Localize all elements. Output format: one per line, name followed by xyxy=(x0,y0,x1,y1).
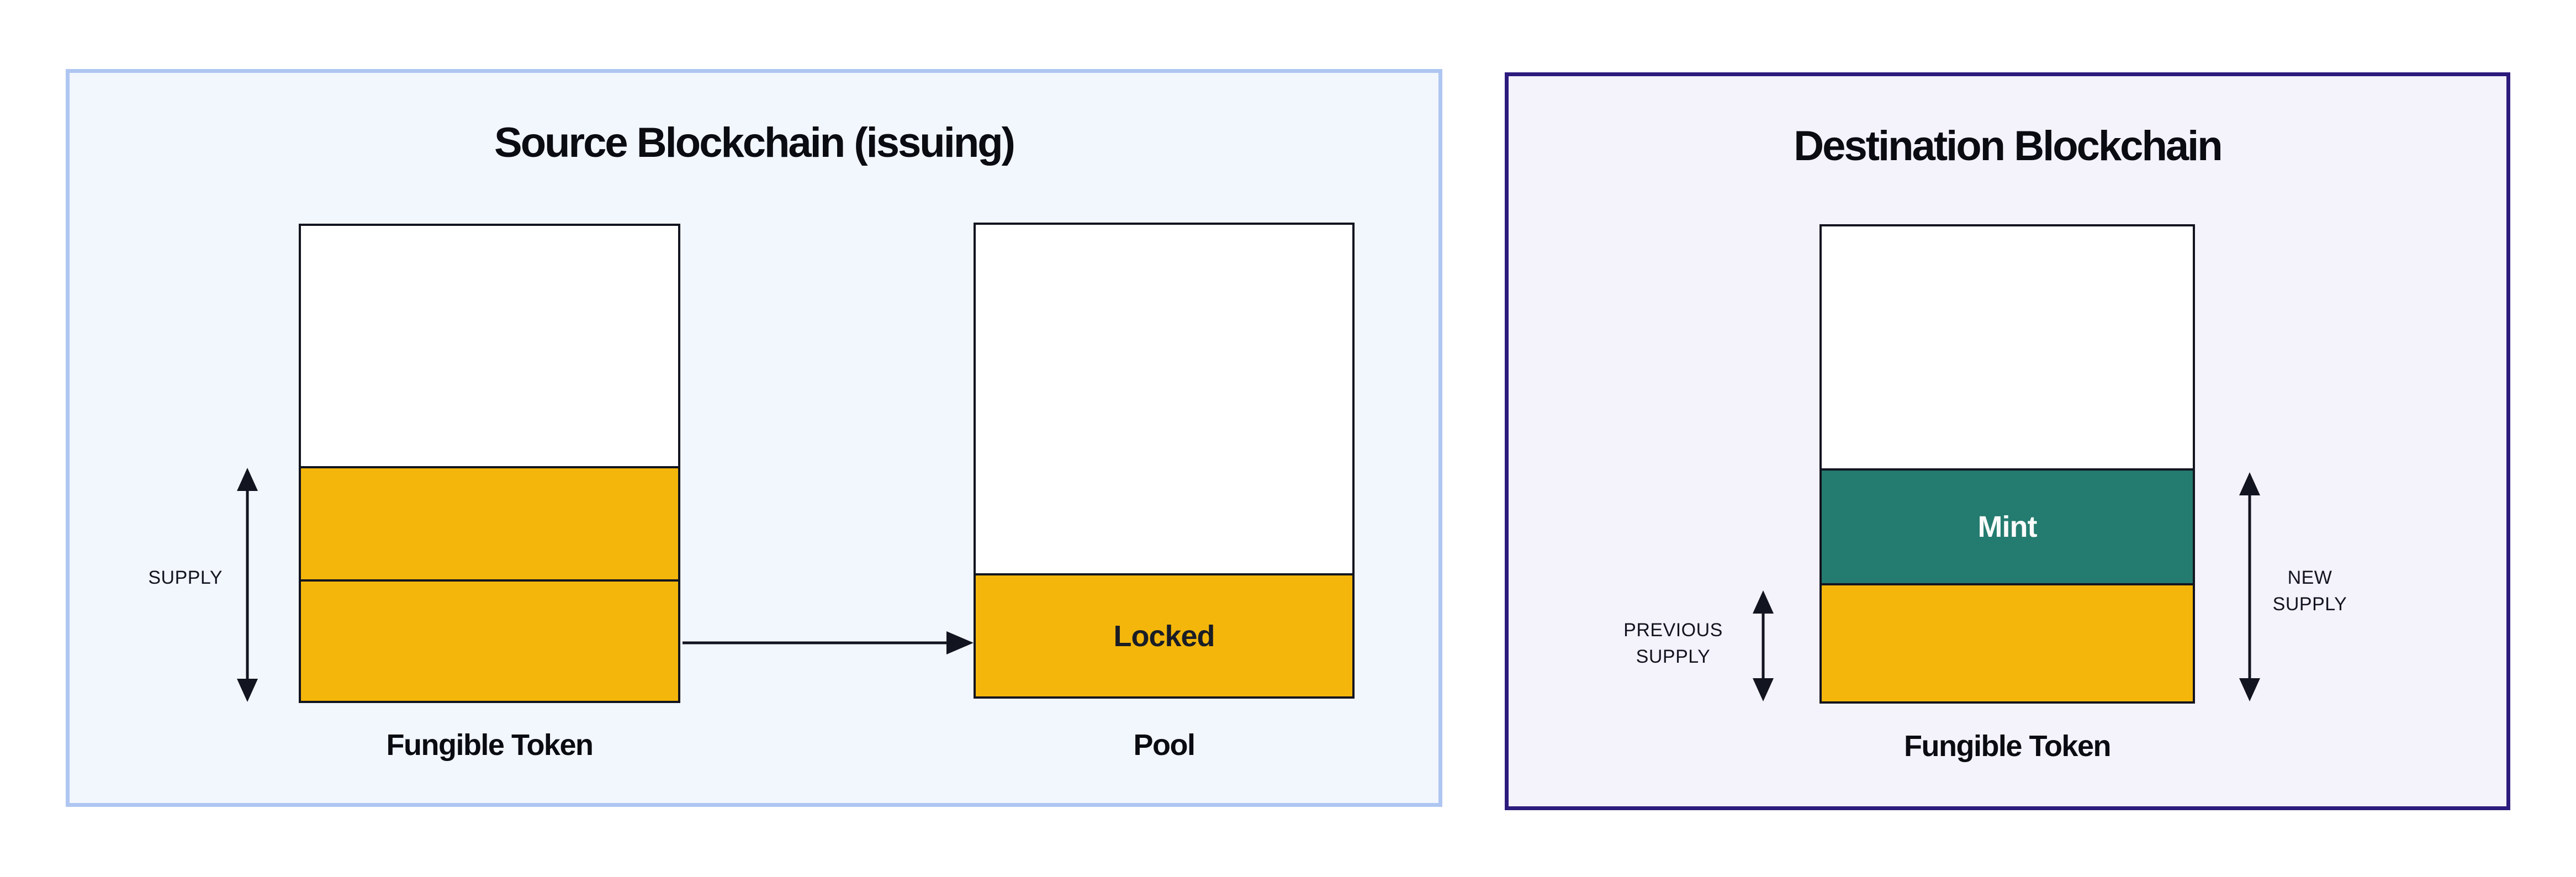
previous-supply-segment xyxy=(1822,583,2193,701)
mint-label: Mint xyxy=(1977,510,2038,543)
supply-label: SUPPLY xyxy=(148,567,223,588)
locked-segment: Locked xyxy=(976,573,1352,696)
supply-upper-segment xyxy=(301,466,678,579)
source-token-empty-area xyxy=(301,226,678,466)
destination-fungible-token-label: Fungible Token xyxy=(1904,730,2111,763)
source-fungible-token-box xyxy=(299,224,680,703)
new-supply-line-2: SUPPLY xyxy=(2272,593,2347,615)
destination-fungible-token-box: Mint xyxy=(1819,224,2195,704)
previous-supply-line-2: SUPPLY xyxy=(1636,646,1711,667)
previous-supply-line-1: PREVIOUS xyxy=(1623,620,1723,641)
mint-segment: Mint xyxy=(1822,468,2193,583)
pool-empty-area xyxy=(976,225,1352,573)
new-supply-label: NEW SUPPLY xyxy=(2216,565,2404,617)
lock-transfer-arrow-icon xyxy=(683,631,974,654)
supply-range-arrow-icon xyxy=(237,468,258,702)
source-fungible-token-label: Fungible Token xyxy=(386,728,594,762)
pool-box: Locked xyxy=(974,223,1355,699)
new-supply-line-1: NEW xyxy=(2287,567,2332,588)
previous-supply-range-arrow-icon xyxy=(1753,590,1774,701)
previous-supply-label: PREVIOUS SUPPLY xyxy=(1579,617,1767,670)
locked-label: Locked xyxy=(1113,619,1215,653)
destination-token-empty-area xyxy=(1822,226,2193,468)
new-supply-range-arrow-icon xyxy=(2239,472,2260,701)
pool-label: Pool xyxy=(1133,728,1196,762)
source-panel-title: Source Blockchain (issuing) xyxy=(494,119,1015,166)
supply-lower-segment xyxy=(301,579,678,701)
destination-panel-title: Destination Blockchain xyxy=(1794,123,2223,170)
